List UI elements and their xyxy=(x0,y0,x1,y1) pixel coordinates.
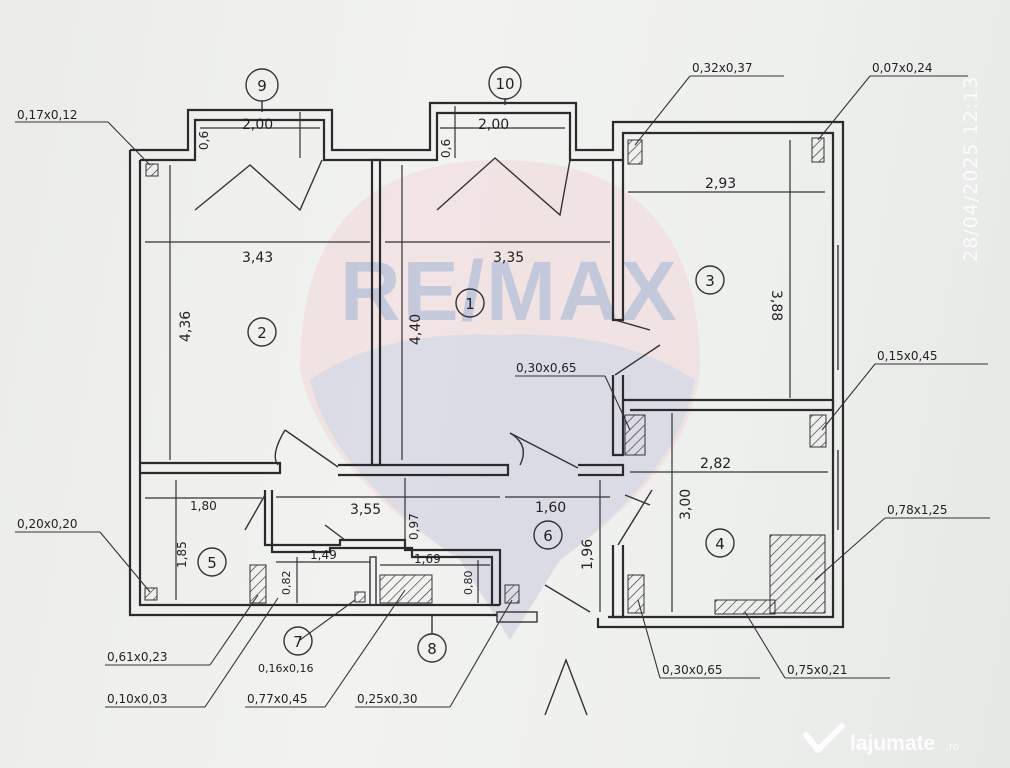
dim-room8-width: 1,69 xyxy=(414,552,441,566)
annot-010x003: 0,10x0,03 xyxy=(107,692,168,706)
leader-lines xyxy=(15,75,990,708)
dim-room6-width: 1,60 xyxy=(535,500,566,516)
room-6-label: 6 xyxy=(543,527,553,545)
dim-balcony9-depth: 0,6 xyxy=(197,131,211,150)
watermark-text: RE/MAX xyxy=(340,244,679,338)
walls xyxy=(128,101,845,629)
logo-suffix: .ro xyxy=(946,741,959,753)
dim-room7-depth: 0,82 xyxy=(280,571,293,596)
logo-check-icon xyxy=(803,723,845,753)
photo-timestamp: 28/04/2025 12:13 xyxy=(960,76,982,262)
dim-hall-width: 3,55 xyxy=(350,502,381,518)
dim-room1-length: 4,40 xyxy=(408,314,424,345)
dim-hall-depth: 0,97 xyxy=(407,513,421,540)
dim-room4-width: 2,82 xyxy=(700,456,731,472)
annot-017x012: 0,17x0,12 xyxy=(17,108,78,122)
dim-room6-length: 1,96 xyxy=(580,539,596,570)
room-7-label: 7 xyxy=(293,633,303,651)
dim-room3-width: 2,93 xyxy=(705,176,736,192)
room-markers xyxy=(197,66,735,663)
dim-room7-width: 1,49 xyxy=(310,548,337,562)
dim-room2-width: 3,43 xyxy=(242,250,273,266)
annot-032x037: 0,32x0,37 xyxy=(692,61,753,75)
annot-078x125: 0,78x1,25 xyxy=(887,503,948,517)
annot-007x024: 0,07x0,24 xyxy=(872,61,933,75)
door-swings xyxy=(244,319,661,613)
dim-room4-length: 3,00 xyxy=(678,489,694,520)
room-8-label: 8 xyxy=(427,640,437,658)
dim-room1-width: 3,35 xyxy=(493,250,524,266)
room-labels: 1 2 3 4 5 6 7 8 9 10 xyxy=(207,75,725,658)
room-4-label: 4 xyxy=(715,535,725,553)
dimension-texts: 2,00 0,6 2,00 0,6 3,43 4,36 3,35 4,40 2,… xyxy=(175,117,784,595)
annot-020x020: 0,20x0,20 xyxy=(17,517,78,531)
annotation-texts: 0,17x0,12 0,32x0,37 0,07x0,24 0,30x0,65 … xyxy=(17,61,948,706)
dim-room5-length: 1,85 xyxy=(175,541,189,568)
annot-016x016: 0,16x0,16 xyxy=(258,662,314,675)
dim-balcony10-depth: 0,6 xyxy=(439,139,453,158)
annot-075x021: 0,75x0,21 xyxy=(787,663,848,677)
room-3-label: 3 xyxy=(705,272,715,290)
annot-030x065-top: 0,30x0,65 xyxy=(516,361,577,375)
dim-balcony9-width: 2,00 xyxy=(242,117,273,133)
annot-015x045: 0,15x0,45 xyxy=(877,349,938,363)
north-arrow xyxy=(544,658,588,716)
room-5-label: 5 xyxy=(207,554,217,572)
dim-room5-width: 1,80 xyxy=(190,499,217,513)
annot-030x065-bottom: 0,30x0,65 xyxy=(662,663,723,677)
hatched-features xyxy=(144,137,827,615)
annot-061x023: 0,61x0,23 xyxy=(107,650,168,664)
site-logo: lajumate .ro xyxy=(803,723,959,755)
logo-text: lajumate xyxy=(850,732,935,755)
dimension-lines xyxy=(145,106,828,612)
dim-room8-depth: 0,80 xyxy=(462,571,475,596)
room-1-label: 1 xyxy=(465,295,475,313)
room-2-label: 2 xyxy=(257,324,267,342)
dim-room3-length: 3,88 xyxy=(768,290,784,321)
annot-077x045: 0,77x0,45 xyxy=(247,692,308,706)
dim-room2-length: 4,36 xyxy=(178,311,194,342)
dim-balcony10-width: 2,00 xyxy=(478,117,509,133)
room-9-label: 9 xyxy=(257,77,267,95)
room-10-label: 10 xyxy=(495,75,514,93)
annot-025x030: 0,25x0,30 xyxy=(357,692,418,706)
